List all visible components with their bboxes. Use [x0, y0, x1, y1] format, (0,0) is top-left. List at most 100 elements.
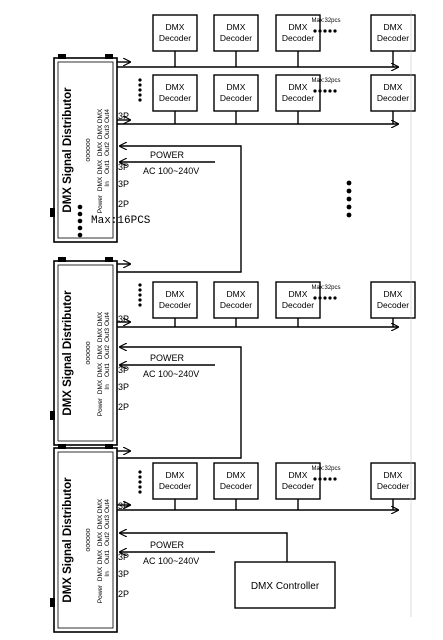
max-distributors-label: Max:16PCS	[91, 215, 151, 227]
decoder-ellipsis	[313, 29, 337, 33]
port-label: DMX	[97, 549, 104, 564]
pin-2p: 2P	[118, 402, 129, 412]
distributor-frame	[57, 61, 114, 239]
decoder-box	[275, 462, 321, 500]
dot	[318, 89, 322, 93]
port-label: DMX	[97, 108, 104, 123]
port-label: DMX	[97, 566, 104, 581]
distributor-frame	[57, 264, 114, 442]
dmx-decoder-c-2	[275, 281, 321, 319]
dmx-decoder-d-3	[370, 462, 416, 500]
port-label: DMX	[97, 124, 104, 139]
mount-tab	[50, 598, 55, 607]
port-label: In	[104, 181, 111, 187]
decoder-line2: Decoder	[220, 93, 252, 103]
dot	[333, 89, 337, 93]
dmx-decoder-a-0	[152, 14, 198, 52]
distributor-ellipsis	[77, 204, 83, 238]
pin-3p: 3P	[118, 501, 129, 511]
port-label: Power	[97, 397, 104, 416]
dmx-distributor-2	[50, 257, 118, 446]
dot	[328, 296, 332, 300]
dmx-decoder-d-1	[213, 462, 259, 500]
dmx-decoder-a-1	[213, 14, 259, 52]
indicator-leds: oooooo	[85, 341, 92, 364]
dot	[313, 477, 317, 481]
dot	[138, 283, 142, 287]
port-label: In	[104, 384, 111, 390]
middle-ellipsis	[346, 180, 352, 218]
dmx-distributor-1	[50, 54, 118, 243]
distributor-body	[53, 447, 118, 633]
dmx-decoder-b-2	[275, 74, 321, 112]
decoder-line1: DMX	[384, 470, 403, 480]
dmx-decoder-c-1	[213, 281, 259, 319]
mount-tab	[58, 54, 66, 59]
dmx-decoder-b-1	[213, 74, 259, 112]
decoder-line2: Decoder	[377, 93, 409, 103]
decoder-line1: DMX	[166, 82, 185, 92]
port-label: Out1	[104, 550, 111, 564]
dot	[328, 89, 332, 93]
dot	[313, 29, 317, 33]
pin-3p: 3P	[118, 111, 129, 121]
pin-3p: 3P	[118, 179, 129, 189]
decoder-line2: Decoder	[159, 481, 191, 491]
dmx-decoder-b-3	[370, 74, 416, 112]
distributor-title: DMX Signal Distributor	[62, 477, 74, 603]
port-label: DMX	[97, 514, 104, 529]
chain-3-to-2	[117, 347, 242, 459]
mount-tab	[58, 257, 66, 262]
decoder-line1: DMX	[166, 289, 185, 299]
dot	[138, 98, 142, 102]
dot	[323, 296, 327, 300]
decoder-line1: DMX	[227, 82, 246, 92]
dot	[346, 196, 352, 202]
dmx-decoder-a-3	[370, 14, 416, 52]
decoder-line1: DMX	[227, 22, 246, 32]
dot	[333, 296, 337, 300]
decoder-ellipsis	[313, 477, 337, 481]
decoder-line1: DMX	[227, 289, 246, 299]
mount-tab	[105, 54, 113, 59]
decoder-line2: Decoder	[377, 481, 409, 491]
decoder-line2: Decoder	[159, 33, 191, 43]
port-label: DMX	[97, 379, 104, 394]
dot	[138, 78, 142, 82]
decoder-box	[152, 74, 198, 112]
indicator-leds: oooooo	[85, 138, 92, 161]
decoder-box	[213, 74, 259, 112]
dot	[323, 29, 327, 33]
decoder-box	[370, 74, 416, 112]
wires	[117, 51, 398, 562]
dmx-distributor-3	[50, 444, 118, 633]
decoder-line2: Decoder	[282, 33, 314, 43]
pin-3p: 3P	[118, 314, 129, 324]
dmx-controller-box	[234, 561, 336, 609]
port-label: Out3	[104, 515, 111, 529]
devices	[50, 10, 416, 633]
dot	[138, 475, 142, 479]
dot	[328, 477, 332, 481]
dmx-decoder-d-2	[275, 462, 321, 500]
decoder-line1: DMX	[384, 289, 403, 299]
dot	[346, 212, 352, 218]
power-label: POWER	[150, 353, 185, 363]
port-label: DMX	[97, 311, 104, 326]
decoder-line1: DMX	[289, 470, 308, 480]
decoder-box	[213, 462, 259, 500]
dot	[313, 89, 317, 93]
pin-2p: 2P	[118, 589, 129, 599]
dot	[77, 232, 83, 238]
dot	[138, 470, 142, 474]
decoder-line2: Decoder	[220, 481, 252, 491]
decoder-box	[275, 74, 321, 112]
dot	[346, 180, 352, 186]
dot	[346, 188, 352, 194]
decoder-line2: Decoder	[220, 33, 252, 43]
port-label: Out2	[104, 142, 111, 156]
dot	[138, 303, 142, 307]
pin-3p: 3P	[118, 365, 129, 375]
decoder-line1: DMX	[384, 22, 403, 32]
port-label: Power	[97, 194, 104, 213]
